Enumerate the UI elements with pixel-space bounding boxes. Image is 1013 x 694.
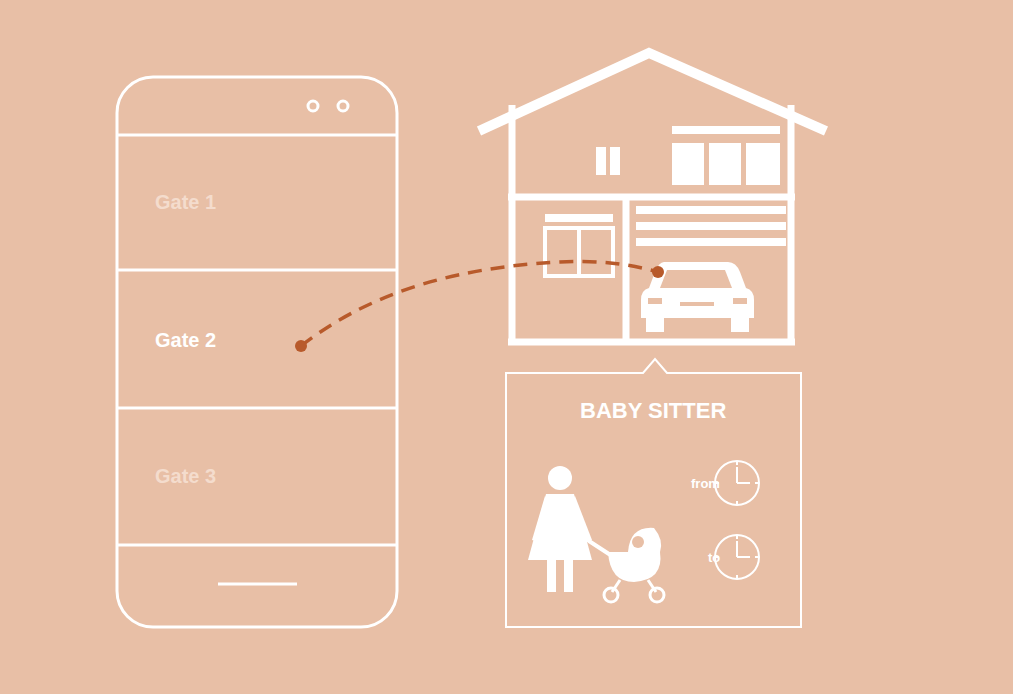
gate-label: Gate 1 — [155, 191, 216, 214]
clock-icon — [715, 461, 759, 505]
stroller — [589, 528, 664, 602]
gate-label: Gate 2 — [155, 329, 216, 352]
car — [641, 262, 754, 332]
link-curve — [295, 261, 664, 352]
house — [479, 53, 826, 342]
gate-label: Gate 3 — [155, 465, 216, 488]
callout-box — [506, 359, 801, 627]
gate-row: Gate 1 — [119, 137, 395, 268]
clock-icon — [715, 535, 759, 579]
woman-figure — [528, 466, 592, 592]
callout-node: BABY SITTER from to — [507, 374, 800, 626]
callout-title: BABY SITTER — [580, 398, 726, 424]
gate-row: Gate 2 — [119, 272, 395, 406]
time-label: to — [708, 550, 720, 565]
time-label: from — [691, 476, 720, 491]
gate-row: Gate 3 — [119, 410, 395, 543]
phone-outline — [117, 77, 397, 627]
